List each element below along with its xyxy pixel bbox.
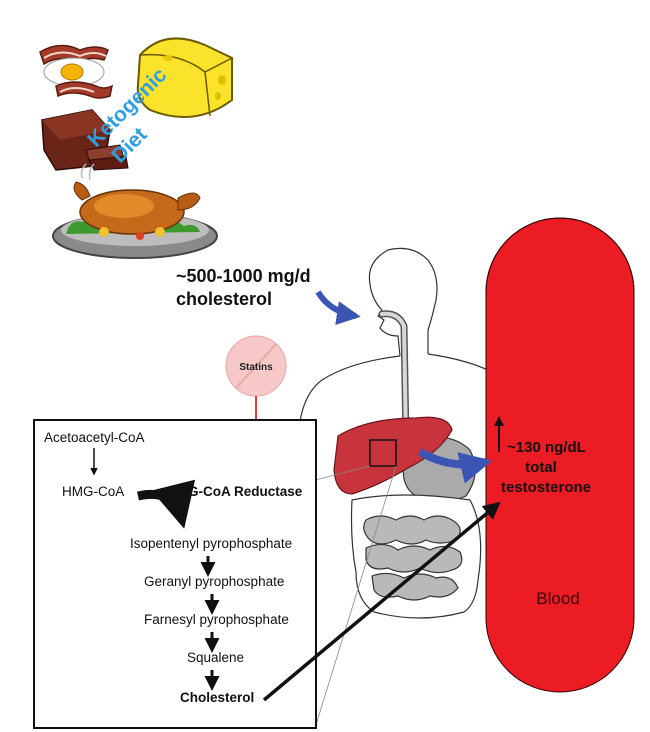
pathway-step-geranyl: Geranyl pyrophosphate bbox=[144, 574, 284, 589]
statins-label: Statins bbox=[239, 362, 273, 373]
cheese-illustration bbox=[136, 37, 233, 119]
liver-magnifier-box bbox=[369, 439, 397, 467]
pathway-step-farnesyl: Farnesyl pyrophosphate bbox=[144, 612, 289, 627]
intestines bbox=[350, 494, 482, 619]
intake-substance: cholesterol bbox=[176, 289, 272, 309]
testosterone-total: total bbox=[525, 459, 557, 476]
testosterone-label: testosterone bbox=[501, 479, 591, 496]
pathway-step-isopentenyl: Isopentenyl pyrophosphate bbox=[130, 536, 292, 551]
pathway-step-cholesterol: Cholesterol bbox=[180, 690, 254, 705]
pathway-step-hmg-coa: HMG-CoA bbox=[62, 484, 124, 499]
blood-label: Blood bbox=[536, 589, 579, 608]
cholesterol-to-testosterone-arrow bbox=[262, 501, 501, 702]
pathway-step-squalene: Squalene bbox=[187, 650, 244, 665]
pathway-box bbox=[33, 419, 317, 729]
reductase-curved-arrow bbox=[137, 479, 196, 529]
bacon-egg-illustration bbox=[39, 44, 114, 99]
meat-slab-illustration bbox=[41, 109, 129, 171]
liver-to-blood-arrow bbox=[418, 448, 493, 484]
pathway-enzyme-label: HMG-CoA Reductase bbox=[167, 484, 303, 499]
intake-arrow bbox=[315, 290, 361, 325]
liver bbox=[333, 416, 453, 495]
intake-amount: ~500-1000 mg/d bbox=[176, 266, 311, 286]
pathway-step-acetoacetyl-coa: Acetoacetyl-CoA bbox=[44, 430, 145, 445]
pathway-arrows bbox=[90, 448, 220, 691]
testosterone-amount: ~130 ng/dL bbox=[507, 439, 586, 456]
roast-chicken-illustration bbox=[52, 163, 218, 259]
statins-badge bbox=[225, 335, 287, 397]
